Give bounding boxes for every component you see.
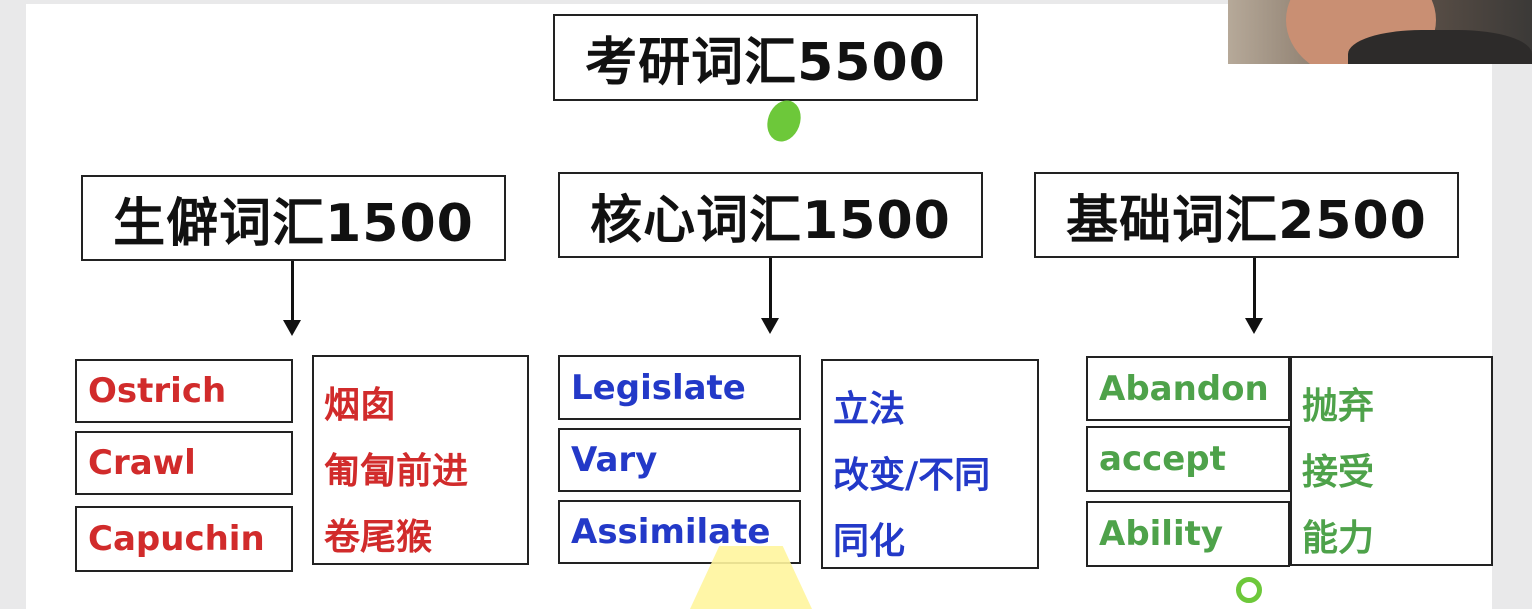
webcam-shirt — [1348, 30, 1532, 64]
translation-rare-3: 卷尾猴 — [324, 517, 433, 558]
translation-basic-2: 接受 — [1302, 452, 1375, 493]
word-box-core-2: Vary — [558, 428, 801, 492]
translation-core-1: 立法 — [833, 389, 906, 430]
category-rare-vocab: 生僻词汇1500 — [81, 175, 506, 261]
translation-box-core: 立法 改变/不同 同化 — [821, 359, 1039, 569]
word-box-rare-3: Capuchin — [75, 506, 293, 572]
translation-basic-3: 能力 — [1302, 518, 1375, 559]
category-basic-vocab: 基础词汇2500 — [1034, 172, 1459, 258]
webcam-overlay — [1228, 0, 1532, 64]
translation-box-rare: 烟囱 匍匐前进 卷尾猴 — [312, 355, 529, 565]
root-node-title: 考研词汇5500 — [553, 14, 978, 101]
arrow-basic — [1253, 258, 1256, 320]
word-box-rare-2: Crawl — [75, 431, 293, 495]
word-box-basic-2: accept — [1086, 426, 1290, 492]
word-box-basic-1: Abandon — [1086, 356, 1290, 421]
word-box-basic-3: Ability — [1086, 501, 1290, 567]
word-box-core-3: Assimilate — [558, 500, 801, 564]
arrow-head-basic — [1245, 318, 1263, 334]
word-box-rare-1: Ostrich — [75, 359, 293, 423]
arrow-core — [769, 258, 772, 320]
translation-core-3: 同化 — [833, 521, 906, 562]
translation-box-basic: 抛弃 接受 能力 — [1290, 356, 1493, 566]
translation-rare-1: 烟囱 — [324, 385, 397, 426]
translation-rare-2: 匍匐前进 — [324, 451, 469, 492]
translation-basic-1: 抛弃 — [1302, 386, 1375, 427]
arrow-head-rare — [283, 320, 301, 336]
word-box-core-1: Legislate — [558, 355, 801, 420]
arrow-rare — [291, 261, 294, 323]
annotation-marker-ring — [1236, 577, 1262, 603]
category-core-vocab: 核心词汇1500 — [558, 172, 983, 258]
translation-core-2: 改变/不同 — [833, 455, 991, 496]
arrow-head-core — [761, 318, 779, 334]
